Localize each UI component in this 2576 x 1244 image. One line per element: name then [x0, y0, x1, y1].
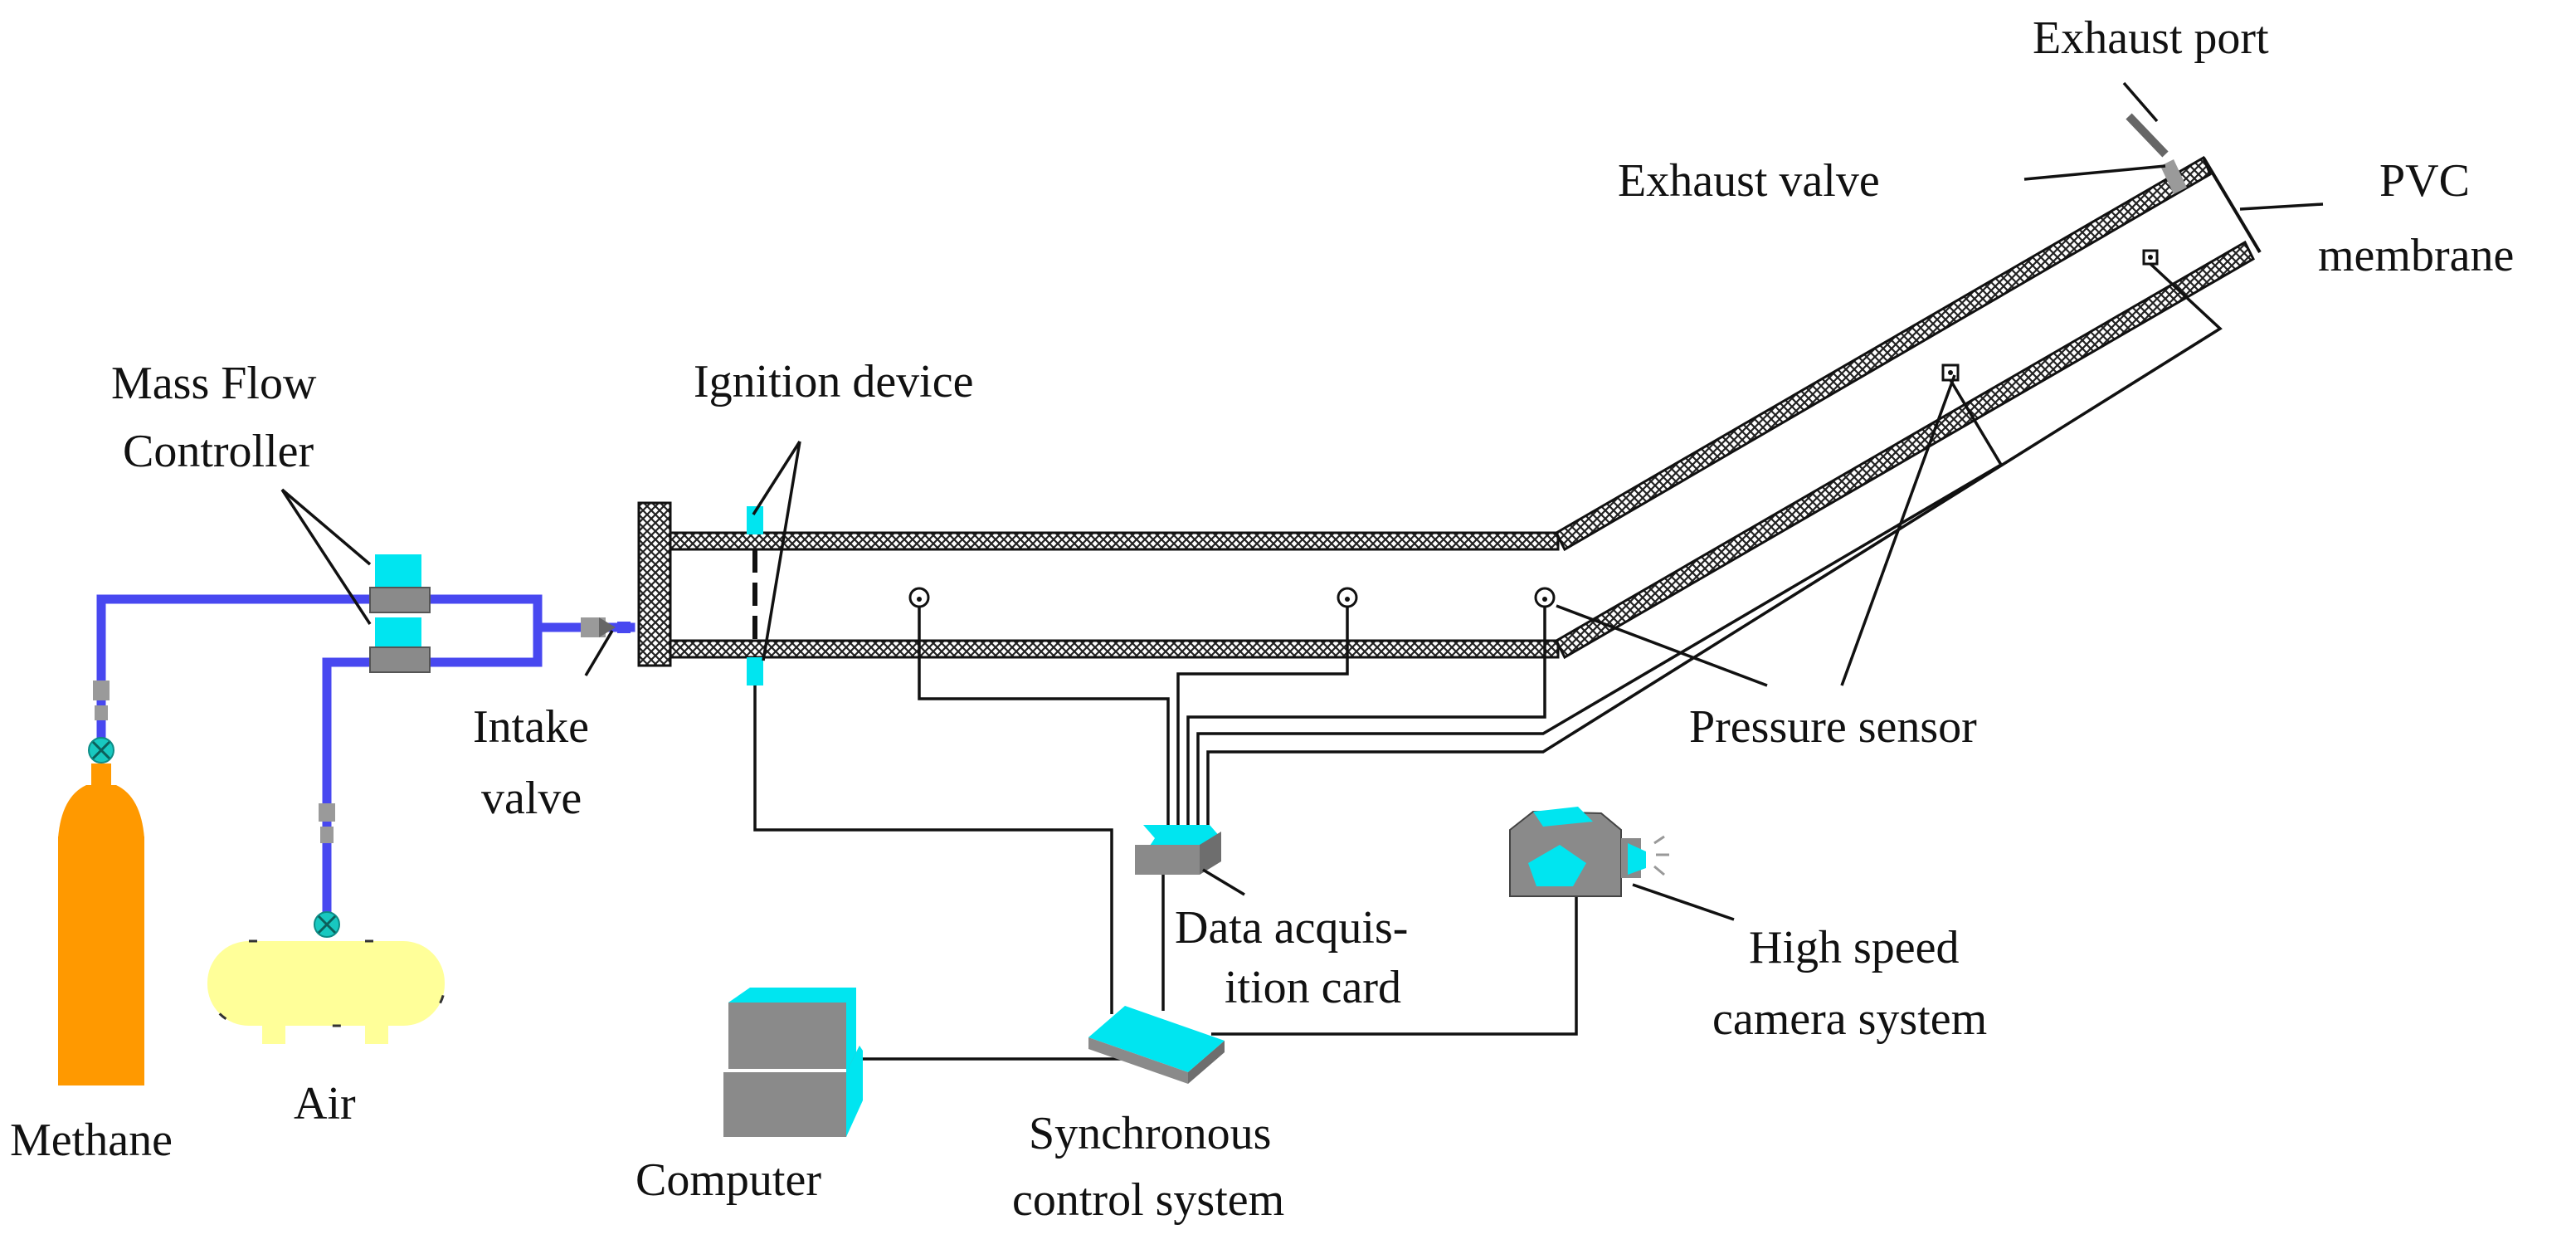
mass-flow-controller-label-line2: Controller — [123, 426, 314, 477]
ignition-device — [747, 506, 763, 685]
exhaust-port-label: Exhaust port — [2033, 12, 2269, 64]
control-wires — [753, 685, 1578, 1061]
pressure-sensor-1 — [908, 587, 930, 608]
pressure-sensor-label: Pressure sensor — [1689, 701, 1977, 753]
methane-label: Methane — [10, 1115, 173, 1166]
mass-flow-controller-label-line1: Mass Flow — [111, 358, 317, 409]
mass-flow-controller-methane — [369, 554, 431, 613]
intake-valve-label-line1: Intake — [473, 701, 589, 753]
computer-label: Computer — [635, 1154, 821, 1206]
pressure-sensor-4 — [1941, 363, 1960, 382]
methane-cylinder-icon — [58, 763, 144, 1085]
mass-flow-controller-air — [369, 617, 431, 673]
pressure-sensor-5 — [2142, 249, 2159, 266]
air-supply-pipe — [322, 657, 393, 926]
leader-lines — [280, 81, 2324, 921]
synchronous-control-system-label-line2: control system — [1012, 1174, 1284, 1226]
high-speed-camera-label-line1: High speed — [1749, 922, 1960, 973]
air-tank-icon — [206, 939, 446, 1044]
pressure-sensor-2 — [1337, 587, 1358, 608]
high-speed-camera-icon — [1509, 807, 1669, 897]
exhaust-valve-icon — [2126, 113, 2187, 194]
data-acquisition-card-icon — [1135, 825, 1221, 875]
tube-horizontal-section — [669, 531, 1560, 659]
data-acquisition-card-label-line2: ition card — [1225, 962, 1401, 1013]
intake-valve — [581, 617, 631, 637]
end-flange — [637, 501, 672, 667]
pvc-membrane-label-line1: PVC — [2379, 155, 2470, 207]
ignition-device-label: Ignition device — [694, 356, 973, 407]
methane-valve — [88, 681, 114, 763]
high-speed-camera-label-line2: camera system — [1712, 993, 1987, 1045]
tube-inclined-section — [1555, 155, 2255, 660]
air-label: Air — [294, 1078, 356, 1129]
computer-icon — [723, 988, 863, 1137]
sensor-signal-wires — [918, 262, 2223, 830]
pvc-membrane-label-line2: membrane — [2318, 230, 2514, 281]
data-acquisition-card-label-line1: Data acquis- — [1175, 902, 1408, 954]
methane-supply-pipe — [96, 594, 393, 744]
pvc-membrane — [2202, 156, 2262, 254]
pressure-sensor-3 — [1534, 587, 1556, 608]
exhaust-valve-label: Exhaust valve — [1618, 155, 1880, 207]
synchronous-control-system-label-line1: Synchronous — [1029, 1108, 1271, 1159]
synchronous-control-box-icon — [1088, 1006, 1225, 1084]
intake-valve-label-line2: valve — [481, 773, 582, 824]
air-valve — [314, 803, 340, 938]
